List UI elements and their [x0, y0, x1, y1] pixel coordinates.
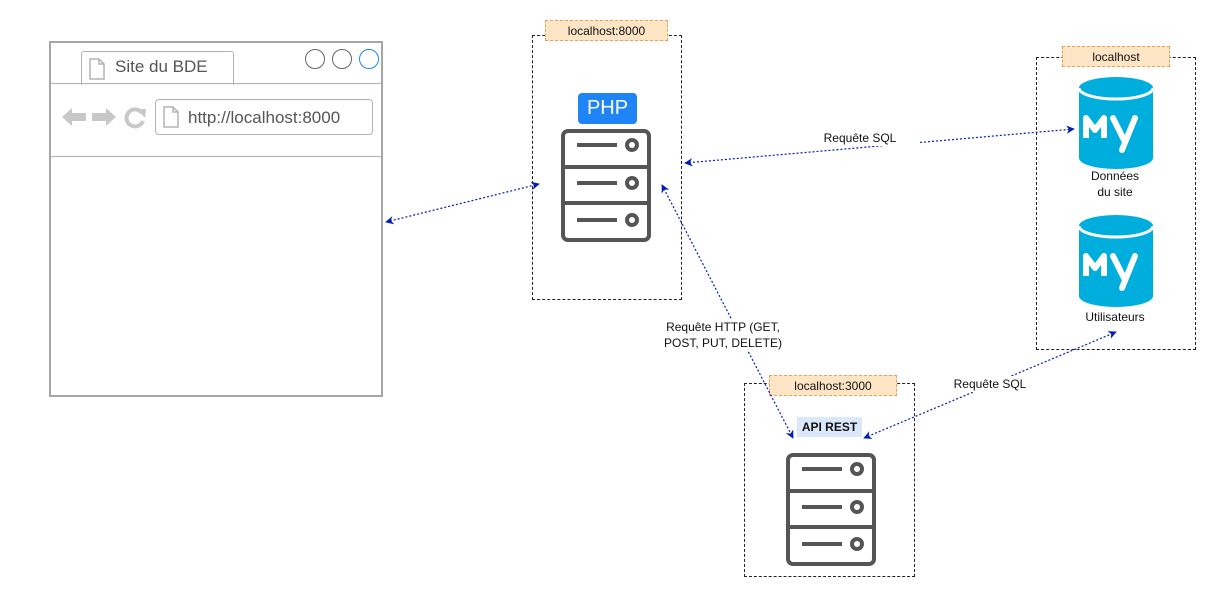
- server-icon: [786, 453, 876, 566]
- divider: [51, 83, 381, 84]
- address-bar[interactable]: [155, 99, 373, 135]
- server-icon: [561, 129, 651, 242]
- back-arrow-icon[interactable]: [61, 107, 87, 127]
- api-badge: API REST: [797, 417, 862, 437]
- api-host-tag: localhost:3000: [769, 375, 897, 396]
- db-host-tag: localhost: [1062, 46, 1170, 67]
- mysql-icon: [1077, 77, 1155, 169]
- forward-arrow-icon[interactable]: [91, 107, 117, 127]
- address-bar-url: http://localhost:8000: [188, 108, 341, 127]
- edge-label-api-db: Requête SQL: [930, 376, 1050, 392]
- browser-tab[interactable]: [81, 51, 234, 85]
- browser-window: Site du BDE http://localhost:8000: [49, 41, 383, 397]
- edge-label-php-api: Requête HTTP (GET, POST, PUT, DELETE): [648, 319, 798, 351]
- window-minimize-button[interactable]: [305, 49, 325, 69]
- document-icon: [89, 58, 105, 80]
- php-badge: PHP: [578, 93, 637, 124]
- db-label-users: Utilisateurs: [1085, 310, 1145, 324]
- php-host-tag: localhost:8000: [545, 20, 668, 41]
- window-close-button[interactable]: [359, 49, 379, 69]
- window-maximize-button[interactable]: [332, 49, 352, 69]
- divider: [51, 156, 381, 157]
- edge-label-php-db: Requête SQL: [800, 130, 920, 146]
- refresh-icon[interactable]: [123, 106, 147, 130]
- connector-browser-php: [385, 181, 540, 225]
- browser-tab-title: Site du BDE: [115, 57, 208, 76]
- mysql-icon: [1077, 215, 1155, 307]
- document-icon: [163, 106, 179, 128]
- db-label-site-data: Données du site: [1090, 169, 1140, 199]
